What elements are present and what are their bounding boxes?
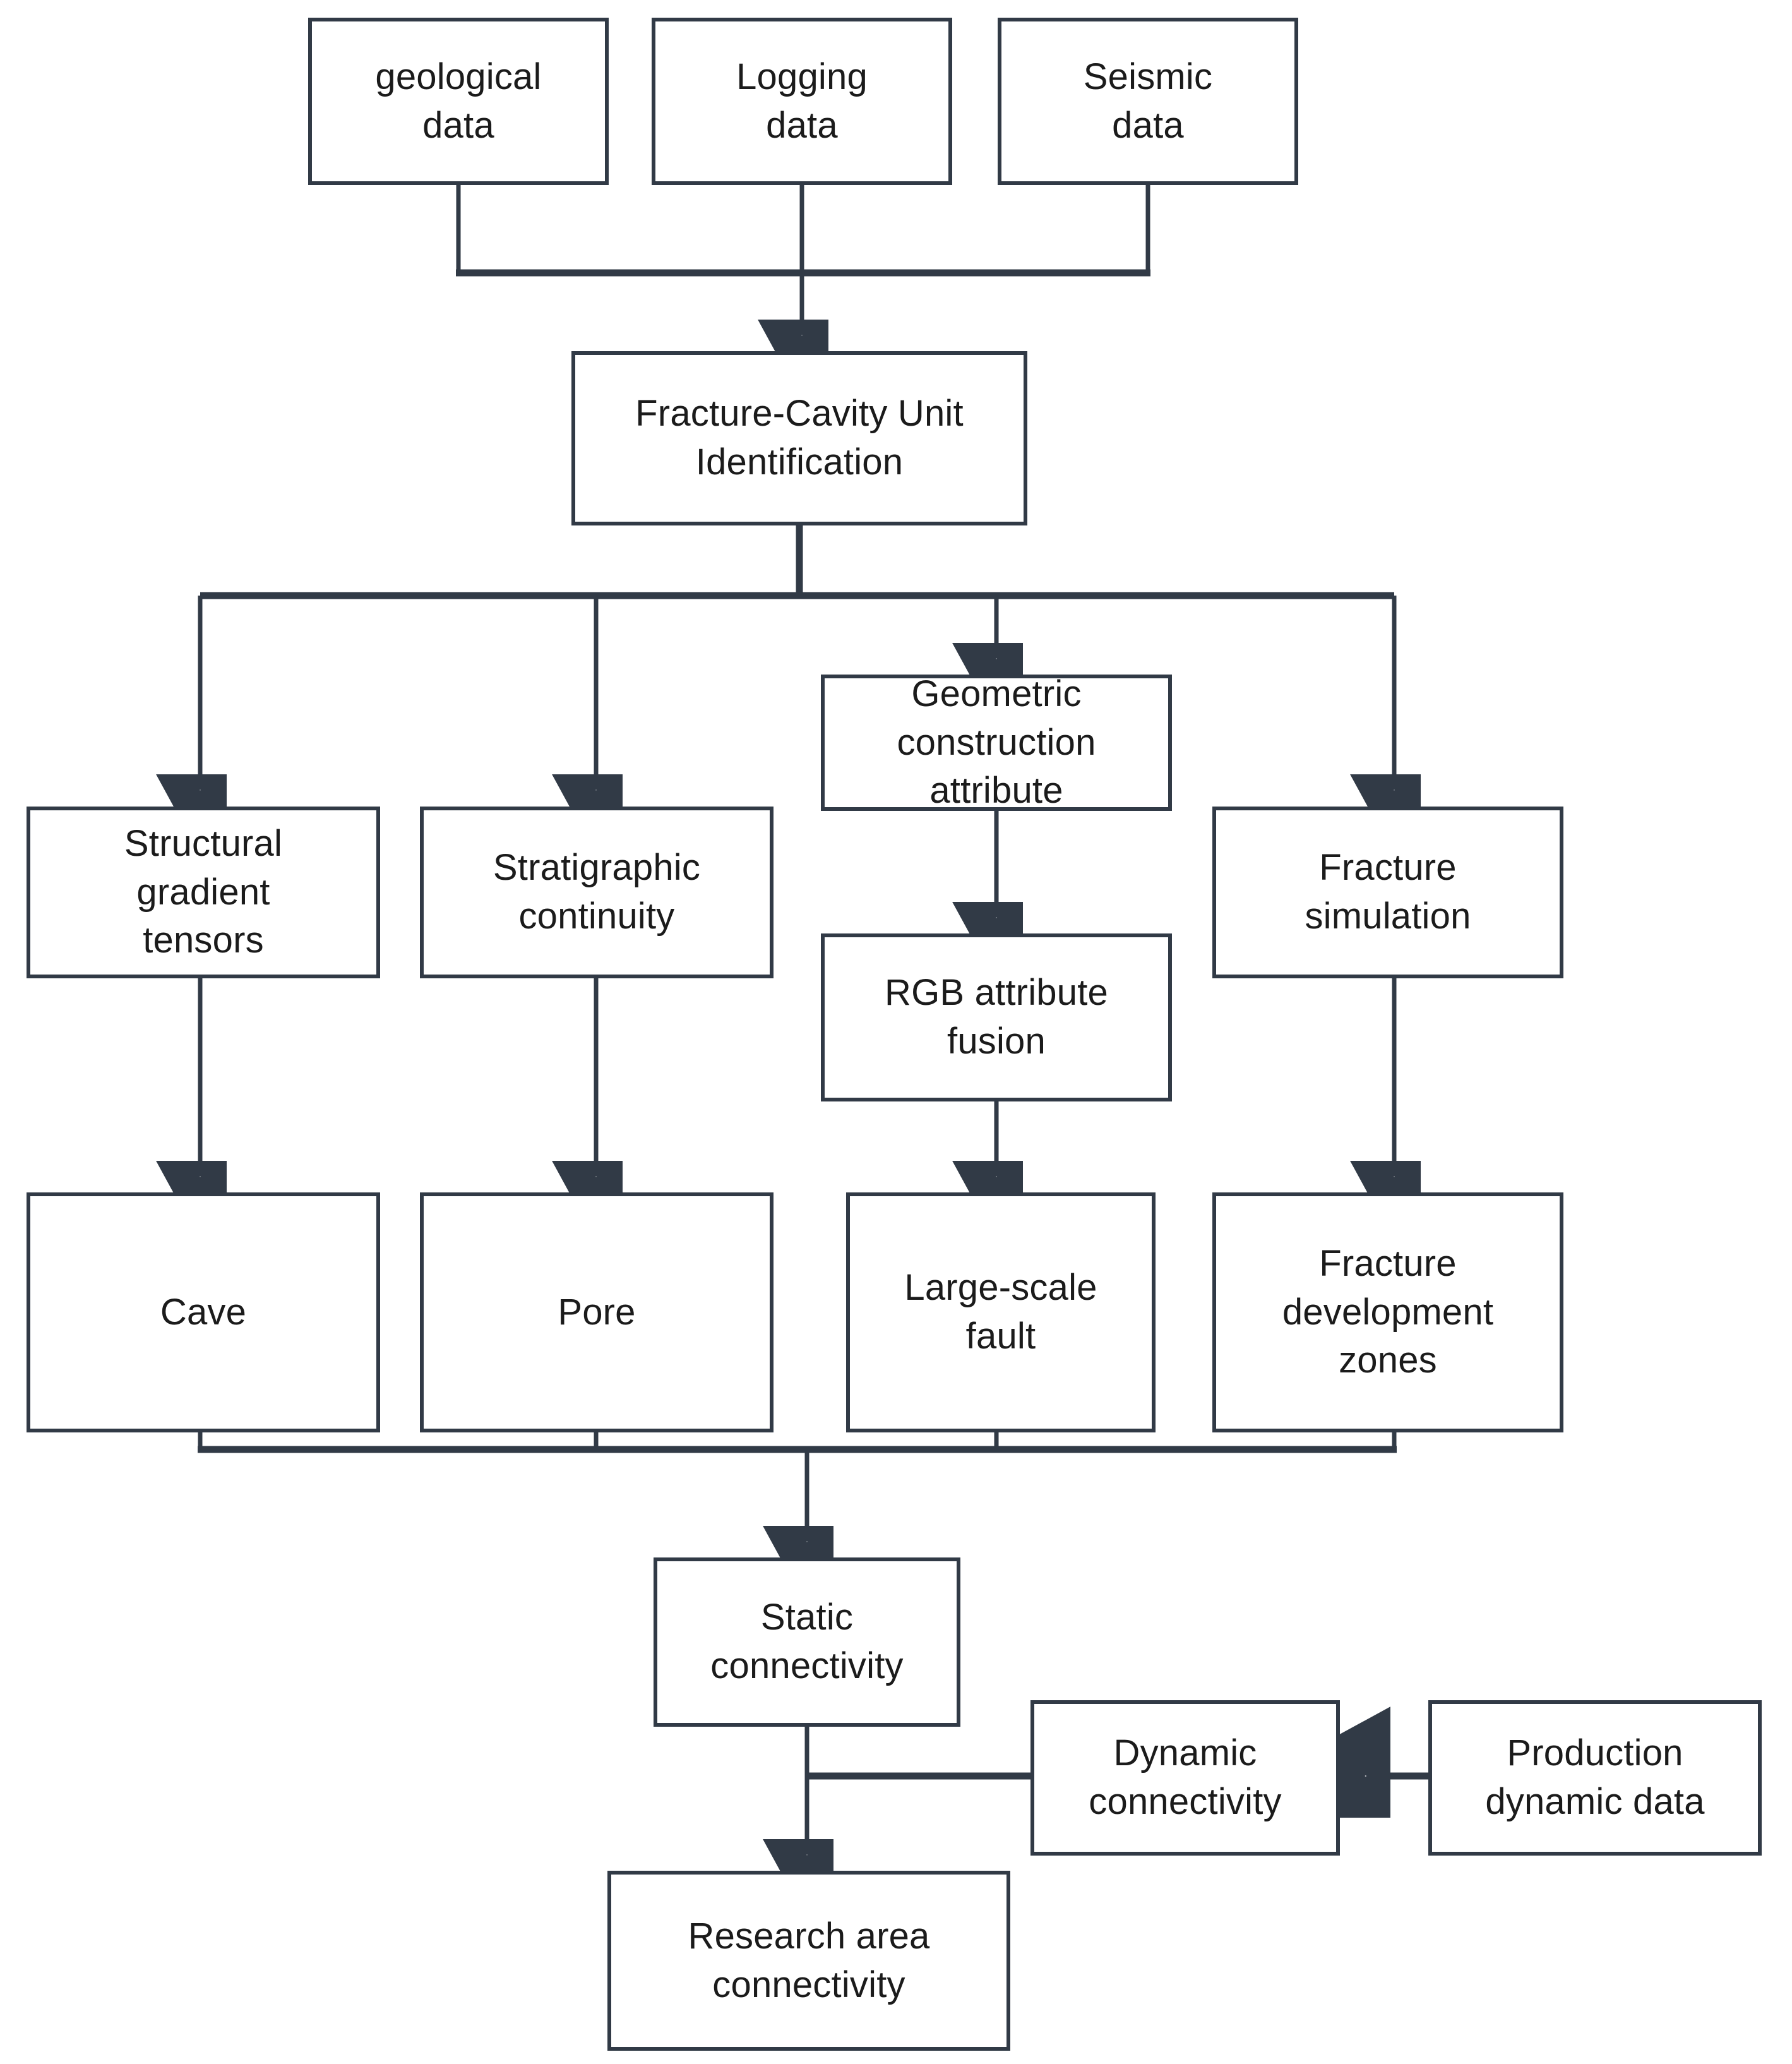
node-geometric-construction-attribute[interactable]: Geometric construction attribute — [821, 673, 1172, 811]
node-structural-gradient-tensors[interactable]: Structural gradient tensors — [27, 807, 380, 978]
node-static-connectivity[interactable]: Static connectivity — [654, 1557, 960, 1727]
node-seismic-data[interactable]: Seismic data — [998, 18, 1298, 185]
node-large-scale-fault[interactable]: Large-scale fault — [846, 1192, 1156, 1432]
node-fracture-simulation[interactable]: Fracture simulation — [1212, 807, 1563, 978]
node-production-dynamic-data[interactable]: Production dynamic data — [1428, 1700, 1762, 1856]
node-fracture-cavity-unit-identification[interactable]: Fracture-Cavity Unit Identification — [571, 351, 1027, 525]
node-fracture-development-zones[interactable]: Fracture development zones — [1212, 1192, 1563, 1432]
node-research-area-connectivity[interactable]: Research area connectivity — [607, 1871, 1010, 2051]
node-rgb-attribute-fusion[interactable]: RGB attribute fusion — [821, 933, 1172, 1101]
node-dynamic-connectivity[interactable]: Dynamic connectivity — [1030, 1700, 1340, 1856]
node-logging-data[interactable]: Logging data — [652, 18, 952, 185]
node-cave[interactable]: Cave — [27, 1192, 380, 1432]
node-pore[interactable]: Pore — [420, 1192, 774, 1432]
node-stratigraphic-continuity[interactable]: Stratigraphic continuity — [420, 807, 774, 978]
node-geological-data[interactable]: geological data — [308, 18, 609, 185]
